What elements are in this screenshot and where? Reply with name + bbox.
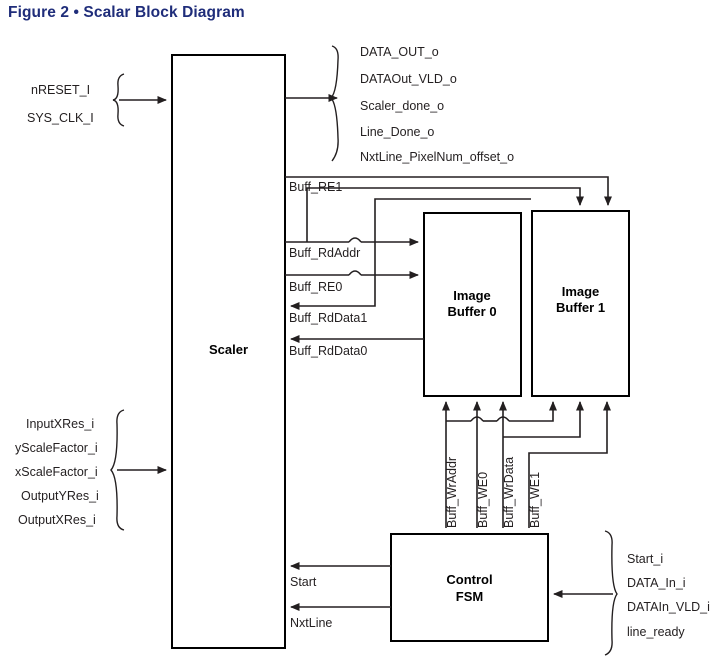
scaler-output-label-0: DATA_OUT_o — [360, 45, 439, 59]
wire-buff-rddata1 — [290, 198, 531, 311]
fsm-input-label-1: DATA_In_i — [627, 576, 686, 590]
page-title: Figure 2 • Scalar Block Diagram — [8, 4, 245, 21]
scaler-output-label-3: Line_Done_o — [360, 125, 434, 139]
scaler-output-label-4: NxtLine_PixelNum_offset_o — [360, 150, 514, 164]
buffer-signal-label-0: Buff_RE1 — [289, 180, 342, 194]
fsm-to-scaler-label-0: Start — [290, 575, 317, 589]
fsm-input-label-2: DATAIn_VLD_i — [627, 600, 710, 614]
wire-buff-re1 — [285, 176, 613, 206]
wire-buff-wraddr-ib1 — [509, 401, 558, 422]
config-input-brace — [110, 409, 125, 531]
scaler-block[interactable] — [171, 54, 286, 649]
fsm-input-label-3: line_ready — [627, 625, 685, 639]
write-signal-label-3: Buff_WE1 — [528, 472, 542, 528]
config-input-label-3: OutputYRes_i — [21, 489, 99, 503]
image-buffer-1-label-line2: Buffer 1 — [556, 300, 605, 315]
wire-hop-re0 — [348, 270, 362, 276]
clock-input-label-0: nRESET_I — [31, 83, 90, 97]
write-signal-label-1: Buff_WE0 — [476, 472, 490, 528]
config-input-label-1: yScaleFactor_i — [15, 441, 98, 455]
scaler-block-label: Scaler — [209, 342, 248, 357]
clock-input-brace — [112, 73, 125, 127]
control-fsm-label-line2: FSM — [456, 589, 483, 604]
config-input-label-0: InputXRes_i — [26, 417, 94, 431]
wire-hop-rdaddr — [348, 237, 362, 243]
control-fsm-block[interactable] — [390, 533, 549, 642]
image-buffer-1-block[interactable] — [531, 210, 630, 397]
buffer-signal-label-3: Buff_RdData1 — [289, 311, 367, 325]
fsm-input-label-0: Start_i — [627, 552, 663, 566]
image-buffer-0-label-line2: Buffer 0 — [447, 304, 496, 319]
image-buffer-1-label-line1: Image — [562, 284, 600, 299]
fsm-to-scaler-label-1: NxtLine — [290, 616, 332, 630]
scaler-output-brace — [330, 45, 339, 162]
image-buffer-0-label-line1: Image — [453, 288, 491, 303]
clock-input-label-1: SYS_CLK_I — [27, 111, 94, 125]
scaler-output-label-1: DATAOut_VLD_o — [360, 72, 457, 86]
control-fsm-label-line1: Control — [446, 572, 492, 587]
buffer-signal-label-4: Buff_RdData0 — [289, 344, 367, 358]
wire-buff-wrdata-ib1 — [503, 401, 585, 438]
wire-buff-rdaddr-ib1 — [306, 187, 585, 242]
config-input-label-4: OutputXRes_i — [18, 513, 96, 527]
buffer-signal-label-1: Buff_RdAddr — [289, 246, 360, 260]
scaler-output-label-2: Scaler_done_o — [360, 99, 444, 113]
fsm-input-brace — [604, 530, 618, 656]
write-signal-label-2: Buff_WrData — [502, 457, 516, 528]
config-input-label-2: xScaleFactor_i — [15, 465, 98, 479]
wire-buff-we1 — [528, 401, 612, 528]
image-buffer-0-block[interactable] — [423, 212, 522, 397]
buffer-signal-label-2: Buff_RE0 — [289, 280, 342, 294]
write-signal-label-0: Buff_WrAddr — [445, 457, 459, 528]
